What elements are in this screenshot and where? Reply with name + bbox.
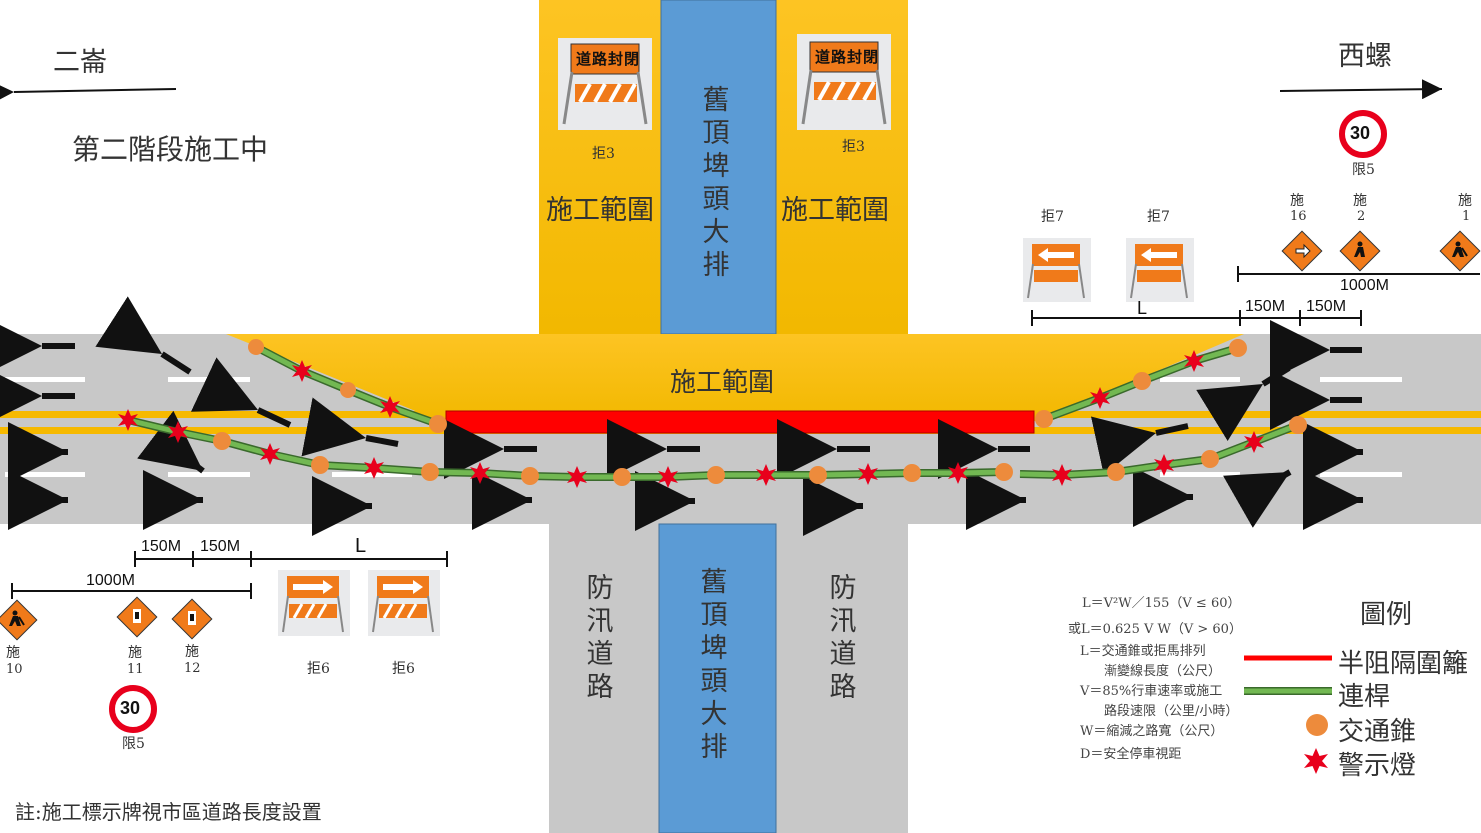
dim-right-1000: 1000M	[1340, 277, 1389, 294]
right-speed-value: 30	[1350, 123, 1371, 143]
canal-label-top: 舊頂埤頭大排	[702, 85, 730, 281]
right-barricade-label-2: 拒7	[1147, 209, 1170, 225]
canal-top	[660, 0, 777, 335]
canal-bottom	[658, 523, 777, 833]
dim-left-150a: 150M	[141, 538, 182, 555]
left-town-label: 二崙	[53, 47, 107, 78]
right-sign-1-b: 1	[1462, 209, 1471, 224]
left-sign-10-b: 10	[6, 662, 23, 677]
flood-road-left	[549, 524, 661, 833]
barricades	[278, 34, 1194, 636]
right-sign-16-a: 施	[1290, 193, 1304, 209]
direction-arrow-right	[1279, 79, 1443, 100]
legend-barrier-label: 半阻隔圍籬	[1338, 649, 1469, 679]
traffic-cones	[213, 339, 1307, 486]
right-sign-16-b: 16	[1290, 209, 1307, 224]
formula-line-8: D＝安全停車視距	[1080, 747, 1182, 762]
dim-left-150b: 150M	[200, 538, 241, 555]
formula-line-7: W＝縮減之路寬（公尺）	[1080, 724, 1224, 739]
canal-label-bottom: 舊頂埤頭大排	[700, 567, 728, 763]
right-town-label: 西螺	[1338, 41, 1392, 72]
left-speed-label: 限5	[122, 736, 145, 752]
legend-title: 圖例	[1360, 600, 1413, 630]
right-speed-label: 限5	[1352, 162, 1375, 178]
left-sign-10-a: 施	[6, 645, 20, 661]
legend-cone-dot	[1306, 714, 1328, 736]
left-sign-12-a: 施	[185, 644, 199, 660]
phase-note: 第二階段施工中	[72, 133, 269, 166]
left-sign-12-b: 12	[184, 661, 201, 676]
formula-line-4: 漸變線長度（公尺）	[1104, 664, 1222, 679]
top-right-barricade-label: 拒3	[842, 139, 865, 155]
flood-road-label-right: 防汛道路	[829, 573, 857, 703]
right-sign-1-a: 施	[1458, 193, 1472, 209]
dim-right-150a: 150M	[1245, 298, 1286, 315]
lane-arrows	[0, 296, 1363, 536]
work-area-label-left: 施工範圍	[546, 195, 654, 226]
work-zone-road	[226, 334, 1244, 421]
legend-light-shape	[1304, 748, 1328, 774]
speed-sign-right	[1339, 110, 1387, 158]
half-barrier	[445, 410, 1035, 434]
barricade-text-top-right: 道路封閉	[815, 48, 880, 66]
formula-line-5: V＝85%行車速率或施工	[1080, 684, 1223, 699]
work-area-label-right: 施工範圍	[781, 195, 889, 226]
right-sign-2-b: 2	[1357, 209, 1366, 224]
left-sign-11-a: 施	[128, 645, 142, 661]
top-left-barricade-label: 拒3	[592, 146, 615, 162]
left-barricade-label-2: 拒6	[392, 661, 415, 677]
speed-sign-left	[109, 685, 157, 733]
direction-arrow-left	[0, 82, 177, 103]
legend-light-label: 警示燈	[1338, 751, 1417, 781]
legend-cone-label: 交通錐	[1338, 717, 1417, 747]
footnote: 註:施工標示牌視市區道路長度設置	[15, 800, 322, 824]
dim-right-150b: 150M	[1306, 298, 1347, 315]
formula-line-2: 或L＝0.625 V W（V > 60）	[1068, 622, 1242, 637]
legend-rod-label: 連桿	[1338, 682, 1391, 712]
flood-road-label-left: 防汛道路	[586, 573, 614, 703]
dim-left-1000: 1000M	[86, 572, 135, 589]
barricade-text-top-left: 道路封閉	[576, 50, 641, 68]
formula-line-3: L＝交通錐或拒馬排列	[1080, 644, 1206, 659]
work-area-label-road: 施工範圍	[670, 368, 775, 398]
right-sign-2-a: 施	[1353, 193, 1367, 209]
left-barricade-label-1: 拒6	[307, 661, 330, 677]
warning-lights	[118, 350, 1264, 488]
left-speed-value: 30	[120, 698, 141, 718]
diamond-signs	[0, 230, 1481, 641]
right-barricade-label-1: 拒7	[1041, 209, 1064, 225]
formula-line-6: 路段速限（公里/小時）	[1104, 704, 1239, 719]
dim-right-L: L	[1137, 298, 1148, 318]
flood-road-right	[776, 524, 908, 833]
dimension-lines-left	[11, 551, 448, 599]
formula-line-1: L＝V²W／155（V ≤ 60）	[1082, 596, 1241, 611]
dimension-lines-right	[1031, 266, 1480, 326]
left-sign-11-b: 11	[127, 662, 144, 677]
dim-left-L: L	[355, 535, 367, 557]
